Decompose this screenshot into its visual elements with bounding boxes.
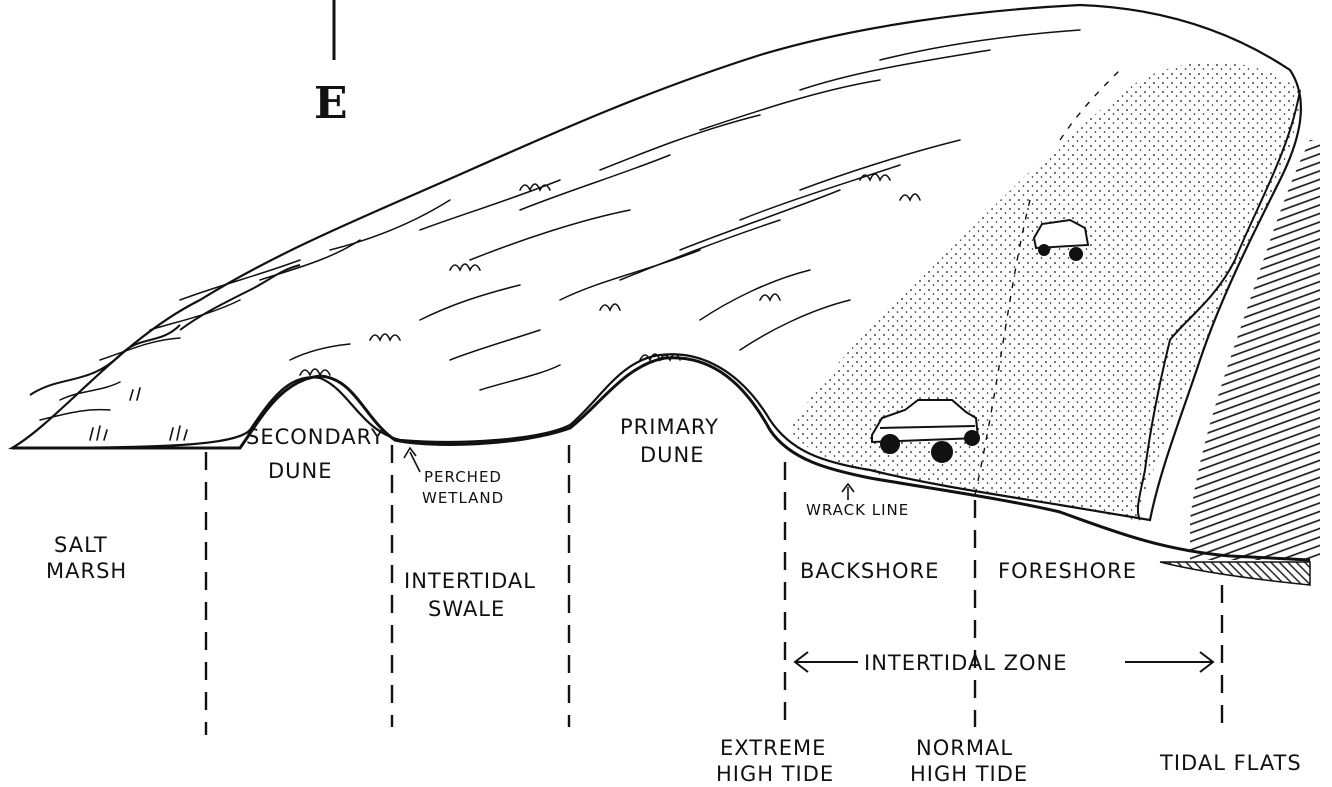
label-foreshore: FORESHORE xyxy=(998,559,1137,583)
label-salt-marsh-1: SALT xyxy=(54,533,108,557)
label-normal-high-tide-1: NORMAL xyxy=(916,736,1013,760)
label-wrack-line: WRACK LINE xyxy=(806,501,909,519)
label-normal-high-tide-2: HIGH TIDE xyxy=(910,762,1028,786)
label-perched-wetland-1: PERCHED xyxy=(424,468,502,486)
label-extreme-high-tide-1: EXTREME xyxy=(720,736,826,760)
label-primary-dune-2: DUNE xyxy=(640,443,705,467)
label-intertidal-swale-2: SWALE xyxy=(428,597,505,621)
figure-marker: E xyxy=(314,0,349,129)
figure-letter: E xyxy=(314,78,349,129)
label-tidal-flats: TIDAL FLATS xyxy=(1159,751,1302,775)
label-extreme-high-tide-2: HIGH TIDE xyxy=(716,762,834,786)
label-secondary-dune-1: SECONDARY xyxy=(246,425,385,449)
label-intertidal-zone: INTERTIDAL ZONE xyxy=(864,651,1068,675)
label-perched-wetland-2: WETLAND xyxy=(422,489,504,507)
label-primary-dune-1: PRIMARY xyxy=(620,415,719,439)
label-salt-marsh-2: MARSH xyxy=(46,559,127,583)
label-intertidal-swale-1: INTERTIDAL xyxy=(404,569,536,593)
label-secondary-dune-2: DUNE xyxy=(268,459,333,483)
tidal-flat-wedge xyxy=(1160,562,1310,585)
label-backshore: BACKSHORE xyxy=(800,559,939,583)
landscape-illustration xyxy=(12,5,1320,585)
